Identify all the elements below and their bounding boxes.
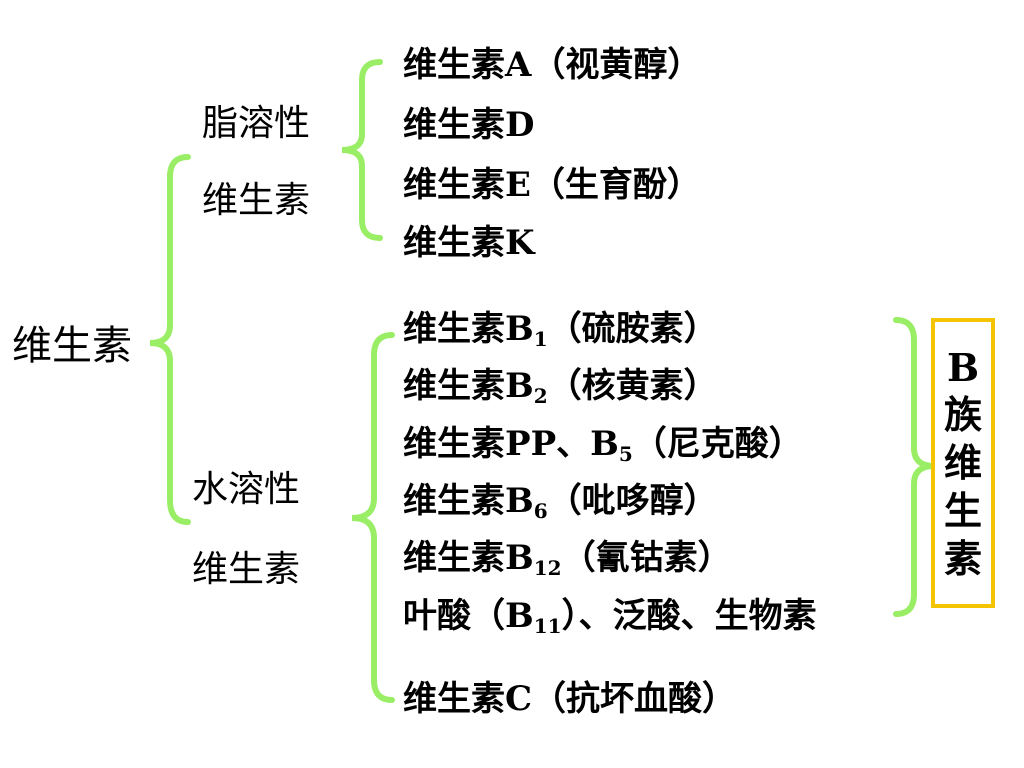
vitamin-b6-item: 维生素B6（吡哆醇） xyxy=(403,481,718,523)
folic-acid-item: 叶酸（B11）、泛酸、生物素 xyxy=(403,596,817,638)
b-group-char: 生 xyxy=(943,487,982,533)
vitamin-b12-item: 维生素B12（氰钴素） xyxy=(403,538,732,580)
fat-soluble-brace xyxy=(341,59,383,241)
fat-soluble-label-line2: 维生素 xyxy=(202,180,311,221)
b-group-char: 维 xyxy=(943,440,982,486)
water-soluble-label-line1: 水溶性 xyxy=(192,469,301,510)
vitamin-pp-b5-item: 维生素PP、B5（尼克酸） xyxy=(403,424,803,466)
b-group-char: B xyxy=(946,344,980,390)
water-soluble-brace xyxy=(351,332,395,703)
b-group-char: 素 xyxy=(943,535,982,581)
vitamin-b2-item: 维生素B2（核黄素） xyxy=(403,366,718,408)
vitamin-k-item: 维生素K xyxy=(403,223,535,263)
main-brace xyxy=(149,154,191,525)
b-group-char: 族 xyxy=(943,392,982,438)
b-group-box: B 族 维 生 素 xyxy=(931,318,995,608)
b-group-brace xyxy=(893,317,935,617)
vitamin-a-item: 维生素A（视黄醇） xyxy=(403,45,702,85)
fat-soluble-label-line1: 脂溶性 xyxy=(202,103,311,144)
water-soluble-label-line2: 维生素 xyxy=(192,549,301,590)
root-label: 维生素 xyxy=(12,323,132,369)
vitamin-d-item: 维生素D xyxy=(403,105,535,145)
vitamin-b1-item: 维生素B1（硫胺素） xyxy=(403,309,718,351)
vitamin-e-item: 维生素E（生育酚） xyxy=(403,165,701,205)
vitamin-c-item: 维生素C（抗坏血酸） xyxy=(403,679,737,719)
